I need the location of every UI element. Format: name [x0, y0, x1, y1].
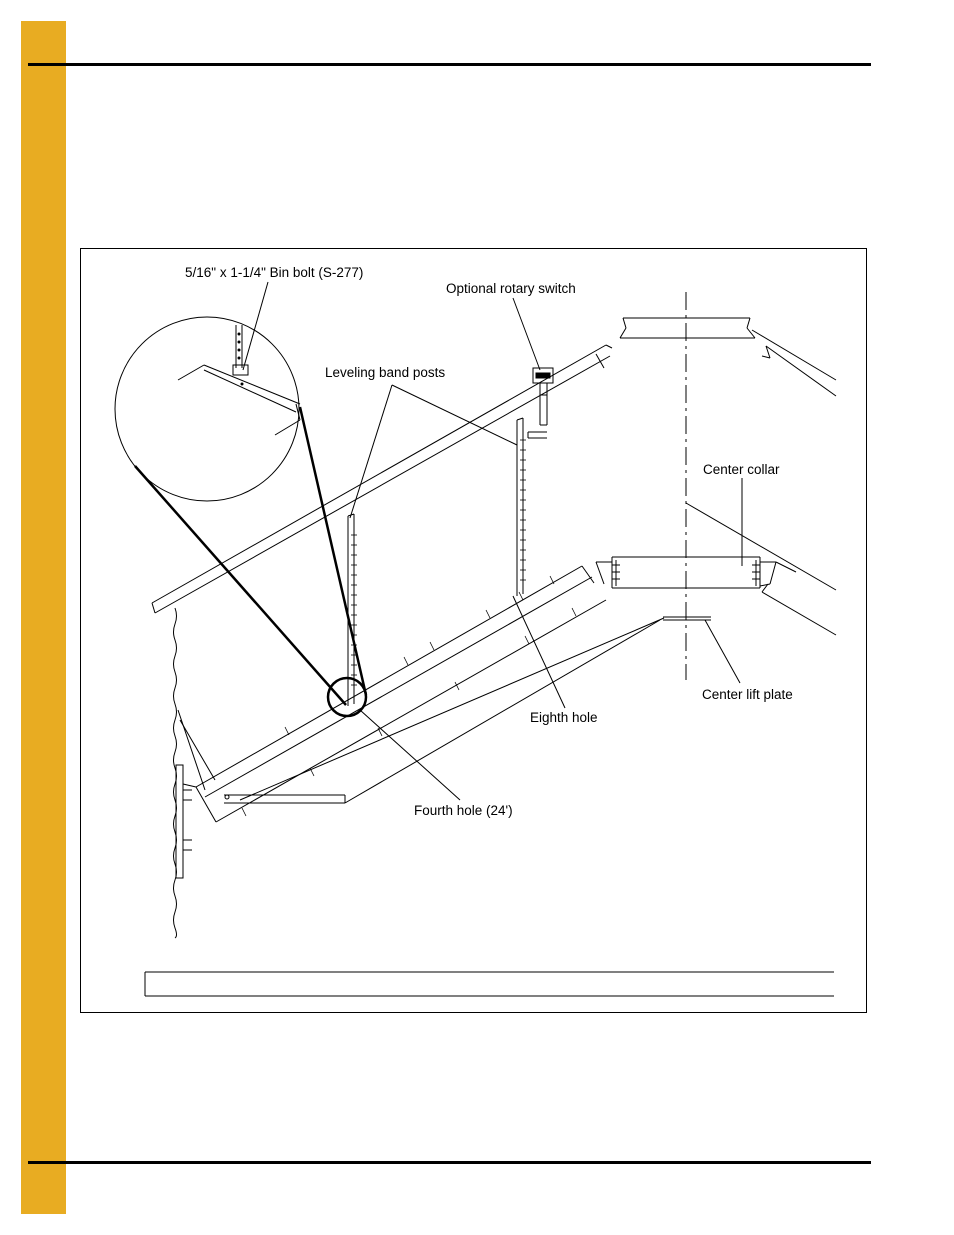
label-rotary-switch: Optional rotary switch: [446, 281, 576, 296]
center-lift-plate: [663, 616, 711, 621]
label-bin-bolt: 5/16" x 1-1/4" Bin bolt (S-277): [185, 265, 363, 280]
label-center-lift-plate: Center lift plate: [702, 687, 793, 702]
label-center-collar: Center collar: [703, 462, 780, 477]
roof-outer-sheet: [151, 344, 613, 614]
callout-leaders: [242, 281, 743, 801]
detail-post: [232, 325, 249, 386]
rafter-hole-ticks: [241, 575, 577, 817]
bin-floor: [144, 971, 834, 997]
header-rule: [28, 63, 871, 66]
top-roof-opening: [619, 317, 837, 397]
footer-rule: [28, 1161, 871, 1164]
fourth-hole-marker: [326, 676, 368, 718]
leveling-post-right: [516, 417, 526, 596]
inner-roof-frame: [195, 502, 837, 823]
side-color-tab: [21, 21, 66, 1214]
rotary-switch: [527, 367, 554, 439]
figure-frame: [80, 248, 867, 1013]
label-eighth-hole: Eighth hole: [530, 710, 598, 725]
label-leveling-posts: Leveling band posts: [325, 365, 445, 380]
detail-magnifier: [114, 316, 368, 706]
sidewall-bracket: [175, 709, 230, 879]
detail-angle-bracket: [177, 364, 301, 436]
label-fourth-hole: Fourth hole (24'): [414, 803, 513, 818]
